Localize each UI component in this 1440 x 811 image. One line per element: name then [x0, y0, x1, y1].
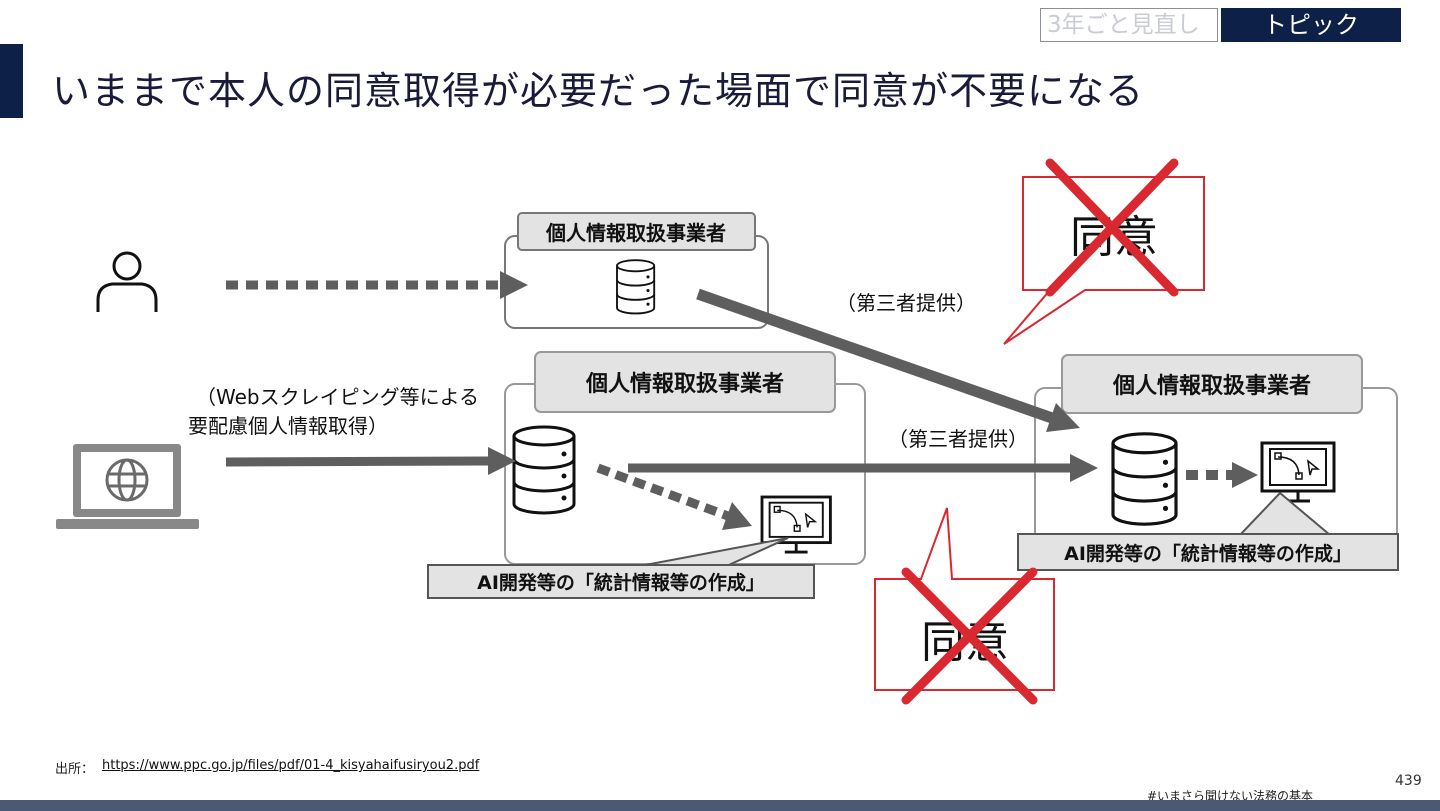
- ai-callout-middle: AI開発等の「統計情報等の作成」: [427, 537, 815, 599]
- tag-topic: トピック: [1221, 8, 1401, 42]
- operator-label-middle: 個人情報取扱事業者: [585, 371, 784, 397]
- scraping-label-line2: 要配慮個人情報取得）: [188, 414, 388, 438]
- consent-callout-bottom: 同意: [874, 507, 1055, 705]
- arrow-db-to-ai-middle: [596, 463, 752, 530]
- monitor-icon-right: [1260, 441, 1336, 503]
- database-icon-top: [616, 259, 656, 315]
- arrow-person-to-operator: [226, 271, 528, 299]
- third-party-label-top: （第三者提供）: [836, 291, 976, 315]
- source-label: 出所：: [55, 762, 95, 777]
- ai-label-middle: AI開発等の「統計情報等の作成」: [477, 571, 765, 594]
- title-accent-bar: [0, 44, 23, 118]
- third-party-label-middle: （第三者提供）: [888, 427, 1028, 451]
- footer-bar: [0, 800, 1440, 811]
- operator-label-top: 個人情報取扱事業者: [545, 221, 726, 245]
- scraping-label-line1: （Webスクレイピング等による: [196, 385, 479, 409]
- footer-hashtag: #いまさら聞けない法務の基本: [1147, 789, 1314, 803]
- arrow-third-party-middle: [628, 454, 1098, 482]
- ai-label-right: AI開発等の「統計情報等の作成」: [1064, 542, 1352, 565]
- consent-callout-top: 同意: [1003, 158, 1205, 345]
- operator-label-right: 個人情報取扱事業者: [1112, 373, 1311, 399]
- arrow-third-party-top: [696, 288, 1080, 432]
- source-link[interactable]: https://www.ppc.go.jp/files/pdf/01-4_kis…: [102, 758, 480, 773]
- database-icon-right: [1111, 432, 1178, 526]
- operator-label-box-middle: [534, 351, 836, 413]
- cross-mark-top-b: [1045, 158, 1179, 297]
- person-icon: [96, 251, 158, 312]
- tag-review: 3年ごと見直し: [1040, 8, 1218, 42]
- database-icon-middle: [512, 425, 576, 515]
- page-title: いままで本人の同意取得が必要だった場面で同意が不要になる: [52, 69, 1145, 113]
- operator-label-box-right: [1061, 354, 1363, 414]
- arrow-scraping-acquisition: [225, 447, 516, 475]
- operator-label-box-top: [517, 212, 756, 251]
- page-number: 439: [1395, 773, 1422, 789]
- cross-mark-bottom-b: [901, 567, 1038, 705]
- ai-callout-right: AI開発等の「統計情報等の作成」: [1017, 491, 1399, 571]
- laptop-globe-icon: [56, 444, 199, 529]
- arrow-db-to-ai-right: [1186, 462, 1258, 488]
